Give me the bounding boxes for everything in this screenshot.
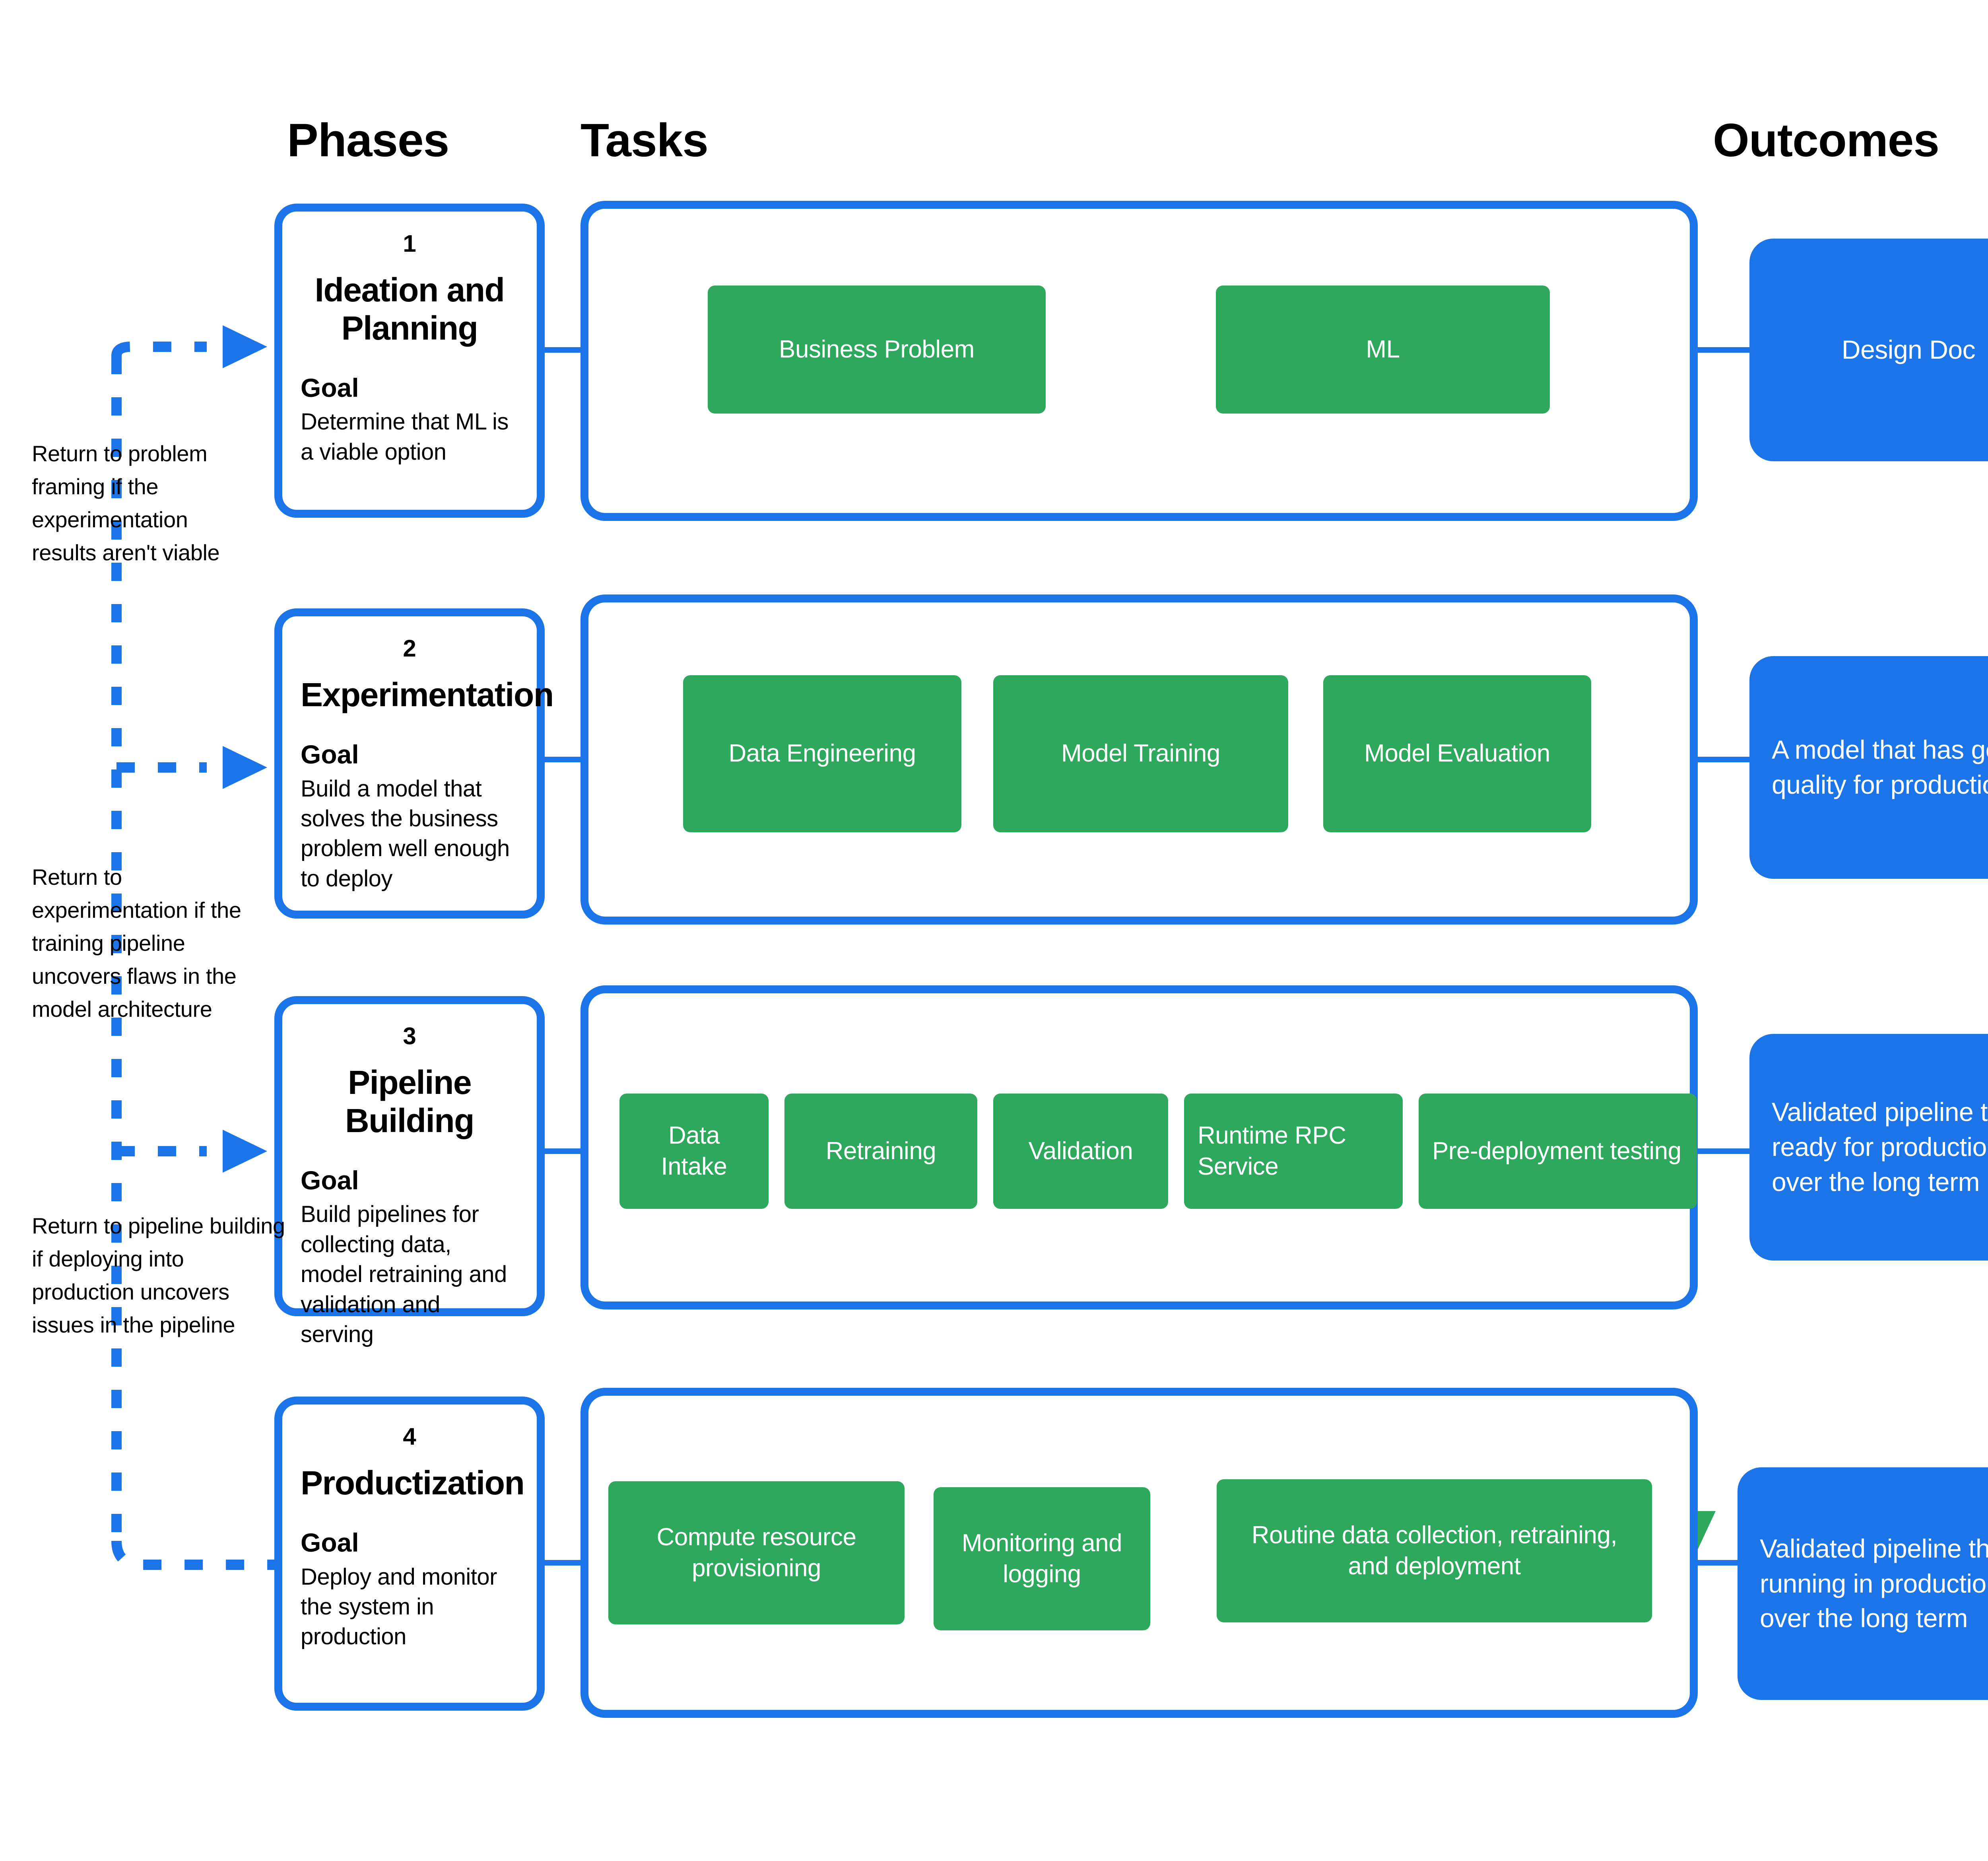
outcome-box-validated-pipeline-running[interactable]: Validated pipeline that's running in pro… bbox=[1738, 1467, 1988, 1700]
task-box-runtime-rpc-service[interactable]: Runtime RPC Service bbox=[1184, 1094, 1403, 1209]
phase-title-3: Pipeline Building bbox=[345, 1064, 474, 1139]
phase-number-1: 1 bbox=[403, 230, 416, 257]
phase-card-3[interactable]: 3 Pipeline Building Goal Build pipelines… bbox=[274, 996, 545, 1347]
task-box-retraining[interactable]: Retraining bbox=[784, 1094, 977, 1209]
task-box-validation[interactable]: Validation bbox=[993, 1094, 1168, 1209]
return-note-problem-framing: Return to problem framing if the experim… bbox=[32, 441, 220, 565]
arrowhead-to-phase2 bbox=[223, 746, 267, 789]
task-box-monitoring-and-logging[interactable]: Monitoring and logging bbox=[934, 1487, 1150, 1630]
phase-card-4[interactable]: 4 Productization Goal Deploy and monitor… bbox=[274, 1397, 545, 1711]
phase-title-2: Experimentation bbox=[301, 676, 554, 713]
task-box-model-evaluation[interactable]: Model Evaluation bbox=[1323, 675, 1591, 832]
return-note-pipeline-building: Return to pipeline building if deploying… bbox=[32, 1213, 285, 1337]
task-box-business-problem[interactable]: Business Problem bbox=[708, 286, 1046, 414]
task-box-pre-deployment-testing[interactable]: Pre-deployment testing bbox=[1419, 1094, 1697, 1209]
phase-goal-text-1: Determine that ML is a viable option bbox=[301, 409, 509, 465]
phase-goal-label-3: Goal bbox=[301, 1165, 359, 1195]
outcome-box-design-doc[interactable]: Design Doc bbox=[1749, 239, 1988, 461]
phase-title-4: Productization bbox=[301, 1464, 525, 1502]
dashed-branch-phase4-bottom bbox=[111, 1540, 274, 1570]
column-header-outcomes: Outcomes bbox=[1713, 114, 1939, 167]
tasks-to-outcome-connectors bbox=[1698, 347, 1749, 1566]
phase-goal-text-4: Deploy and monitor the system in product… bbox=[301, 1564, 497, 1650]
column-header-tasks: Tasks bbox=[580, 114, 709, 167]
phase-goal-text-3: Build pipelines for collecting data, mod… bbox=[301, 1201, 507, 1347]
task-chain-connectors bbox=[767, 347, 1419, 1556]
phase-goal-label-2: Goal bbox=[301, 739, 359, 769]
task-box-model-training[interactable]: Model Training bbox=[993, 675, 1288, 832]
outcome-box-validated-pipeline-ready[interactable]: Validated pipeline that's ready for prod… bbox=[1749, 1034, 1988, 1261]
dashed-branch-phase1 bbox=[111, 342, 207, 357]
phase-card-1[interactable]: 1 Ideation and Planning Goal Determine t… bbox=[274, 204, 545, 518]
task-box-compute-resource-provisioning[interactable]: Compute resource provisioning bbox=[608, 1481, 905, 1624]
phase-title-1: Ideation and Planning bbox=[315, 271, 505, 347]
task-box-data-engineering[interactable]: Data Engineering bbox=[683, 675, 961, 832]
arrowhead-to-phase3 bbox=[223, 1130, 267, 1173]
task-box-routine-data-collection[interactable]: Routine data collection, retraining, and… bbox=[1217, 1479, 1652, 1622]
task-box-data-intake[interactable]: Data Intake bbox=[619, 1094, 769, 1209]
phase-goal-text-2: Build a model that solves the business p… bbox=[301, 775, 510, 892]
phase-card-2[interactable]: 2 Experimentation Goal Build a model tha… bbox=[274, 608, 554, 919]
phase-goal-label-4: Goal bbox=[301, 1527, 359, 1557]
arrowhead-to-phase1 bbox=[223, 325, 267, 368]
column-header-phases: Phases bbox=[287, 114, 449, 167]
phase-number-4: 4 bbox=[403, 1423, 416, 1450]
phase-number-2: 2 bbox=[403, 635, 416, 662]
task-box-ml[interactable]: ML bbox=[1216, 286, 1550, 414]
phase-number-3: 3 bbox=[403, 1023, 416, 1049]
phase-to-tasks-connectors bbox=[544, 347, 580, 1566]
outcome-box-good-quality-model[interactable]: A model that has good quality for produc… bbox=[1749, 656, 1988, 879]
phase-goal-label-1: Goal bbox=[301, 373, 359, 402]
return-note-experimentation: Return to experimentation if the trainin… bbox=[32, 864, 241, 1022]
